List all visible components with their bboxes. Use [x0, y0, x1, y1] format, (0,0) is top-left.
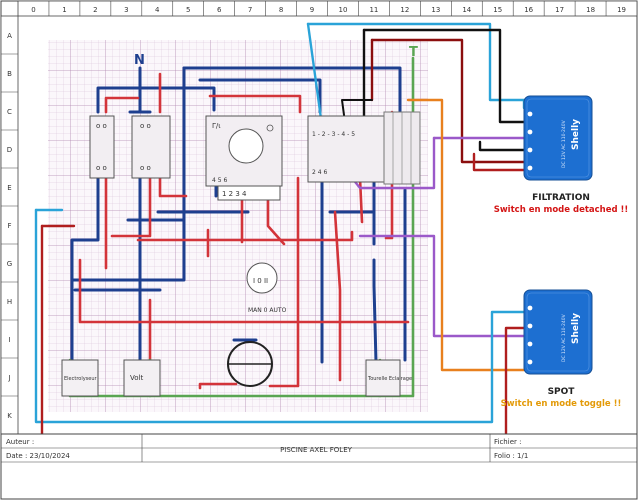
title-block: Auteur : Date : 23/10/2024 PISCINE AXEL …	[0, 433, 638, 500]
svg-text:o o: o o	[96, 164, 107, 172]
bottom-device-tourelle: Tourelle Eclairage	[365, 359, 412, 397]
column-label: 6	[217, 6, 222, 14]
row-label: A	[7, 32, 12, 40]
row-label: E	[7, 184, 11, 192]
terminal-bottom-label: 1 2 3 4	[222, 190, 247, 198]
filtration-title: FILTRATION	[532, 193, 590, 203]
column-label: 9	[310, 6, 314, 14]
svg-text:4 5 6: 4 5 6	[212, 177, 227, 184]
shelly-filtration: Shelly DC 12V AC 110-240V	[523, 95, 593, 181]
terminal-strip	[383, 111, 421, 185]
column-label: 15	[493, 6, 502, 14]
filtration-note: Switch en mode detached !!	[494, 205, 629, 215]
svg-text:o o: o o	[140, 164, 151, 172]
row-label: H	[7, 298, 12, 306]
blue-wires	[70, 66, 407, 364]
breaker-left: o o o o	[89, 115, 115, 179]
pump-symbol	[227, 341, 273, 387]
column-label: 3	[124, 6, 128, 14]
column-label: 16	[524, 6, 533, 14]
shelly-spot-brand: Shelly	[571, 313, 581, 344]
bottom-device-volt: Volt	[123, 359, 161, 397]
terminal-top-label: 1 - 2 - 3 - 4 - 5	[312, 131, 355, 138]
row-dividers	[1, 53, 18, 397]
breaker-middle: o o o o	[131, 115, 171, 179]
column-label: 13	[431, 6, 440, 14]
terminal-block: 1 2 3 4	[217, 185, 281, 201]
svg-text:o o: o o	[96, 122, 107, 130]
column-label: 5	[186, 6, 190, 14]
svg-text:Electrolyseur: Electrolyseur	[64, 376, 98, 382]
selector-switch: I 0 II MAN 0 AUTO	[246, 262, 287, 314]
row-label: G	[7, 260, 12, 268]
spot-note: Switch en mode toggle !!	[501, 399, 622, 409]
timer-module: Γ/ι 4 5 6	[205, 115, 283, 187]
row-labels: A B C D E F G H I J K	[7, 32, 12, 420]
drawing-title: PISCINE AXEL FOLEY	[280, 446, 353, 454]
file-field: Fichier :	[494, 438, 521, 446]
column-label: 17	[555, 6, 564, 14]
column-label: 8	[279, 6, 283, 14]
row-label: I	[8, 336, 10, 344]
date-field: Date : 23/10/2024	[6, 452, 70, 460]
column-label: 12	[400, 6, 409, 14]
column-label: 7	[248, 6, 252, 14]
column-label: 10	[339, 6, 348, 14]
svg-text:2 4 6: 2 4 6	[312, 169, 327, 176]
svg-text:Tourelle Eclairage: Tourelle Eclairage	[367, 376, 412, 382]
shelly-filtration-spec: DC 12V AC 110-240V	[561, 119, 567, 168]
svg-text:Γ/ι: Γ/ι	[212, 122, 221, 130]
column-label: 2	[93, 6, 97, 14]
row-label: J	[7, 374, 10, 382]
earth-label: T	[409, 45, 418, 60]
column-label: 14	[462, 6, 471, 14]
column-dividers	[48, 1, 607, 16]
neutral-label: N	[134, 53, 145, 68]
row-label: C	[7, 108, 12, 116]
author-field: Auteur :	[6, 438, 34, 446]
external-wires	[34, 22, 526, 442]
column-label: 4	[155, 6, 160, 14]
column-label: 0	[31, 6, 35, 14]
svg-text:Volt: Volt	[130, 374, 143, 382]
column-label: 1	[62, 6, 66, 14]
svg-text:o o: o o	[140, 122, 151, 130]
row-label: D	[7, 146, 12, 154]
column-label: 19	[617, 6, 626, 14]
shelly-spot: Shelly DC 12V AC 110-240V	[523, 289, 593, 375]
shelly-filtration-brand: Shelly	[571, 119, 581, 150]
svg-text:I 0 II: I 0 II	[253, 277, 268, 285]
bottom-device-electrolyseur: Electrolyseur	[61, 359, 99, 397]
spot-title: SPOT	[548, 387, 576, 397]
row-label: B	[7, 70, 12, 78]
shelly-spot-spec: DC 12V AC 110-240V	[561, 313, 567, 362]
selector-label: MAN 0 AUTO	[248, 307, 287, 314]
column-label: 18	[586, 6, 595, 14]
contactor: 1 - 2 - 3 - 4 - 5 2 4 6	[307, 115, 389, 183]
folio-field: Folio : 1/1	[494, 452, 528, 460]
row-label: K	[7, 412, 12, 420]
row-label: F	[7, 222, 11, 230]
column-label: 11	[369, 6, 378, 14]
